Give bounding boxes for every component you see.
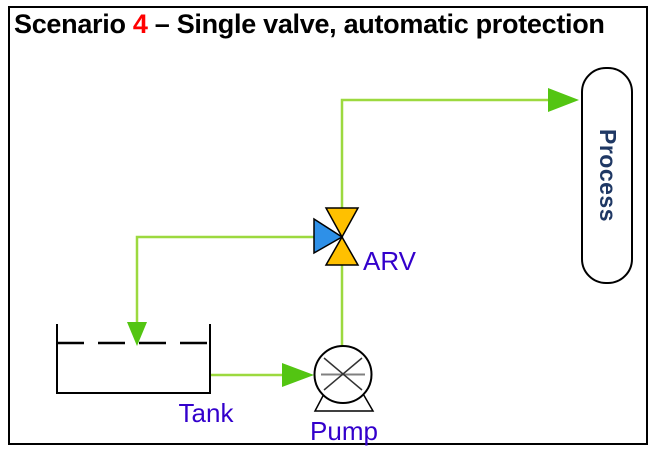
- valve-side-port-triangle: [313, 217, 344, 255]
- tank-label: Tank: [178, 398, 234, 428]
- valve-label: ARV: [363, 246, 416, 276]
- recirculation-pipe: [135, 235, 315, 323]
- pump-impeller-diagonal-spoke-2: [323, 357, 363, 391]
- scenario-number: 4: [132, 9, 148, 39]
- tank-shape: [56, 324, 211, 394]
- valve-bottom-triangle: [324, 235, 360, 266]
- process-vessel-label-wrap: Process: [582, 68, 632, 283]
- tank-inflow-arrow-icon: [127, 322, 147, 346]
- process-label: Process: [594, 128, 621, 223]
- title-suffix: – Single valve, automatic protection: [147, 9, 605, 39]
- pump-inflow-arrow-icon: [282, 363, 314, 387]
- outer-border: [8, 6, 648, 445]
- valve-top-triangle: [324, 207, 360, 239]
- process-vessel-shape: [581, 67, 633, 284]
- pump-label: Pump: [310, 416, 378, 446]
- diagram-title: Scenario 4 – Single valve, automatic pro…: [14, 9, 648, 39]
- title-prefix: Scenario: [14, 9, 133, 39]
- process-feed-pipe: [340, 98, 549, 208]
- process-inflow-arrow-icon: [548, 88, 579, 112]
